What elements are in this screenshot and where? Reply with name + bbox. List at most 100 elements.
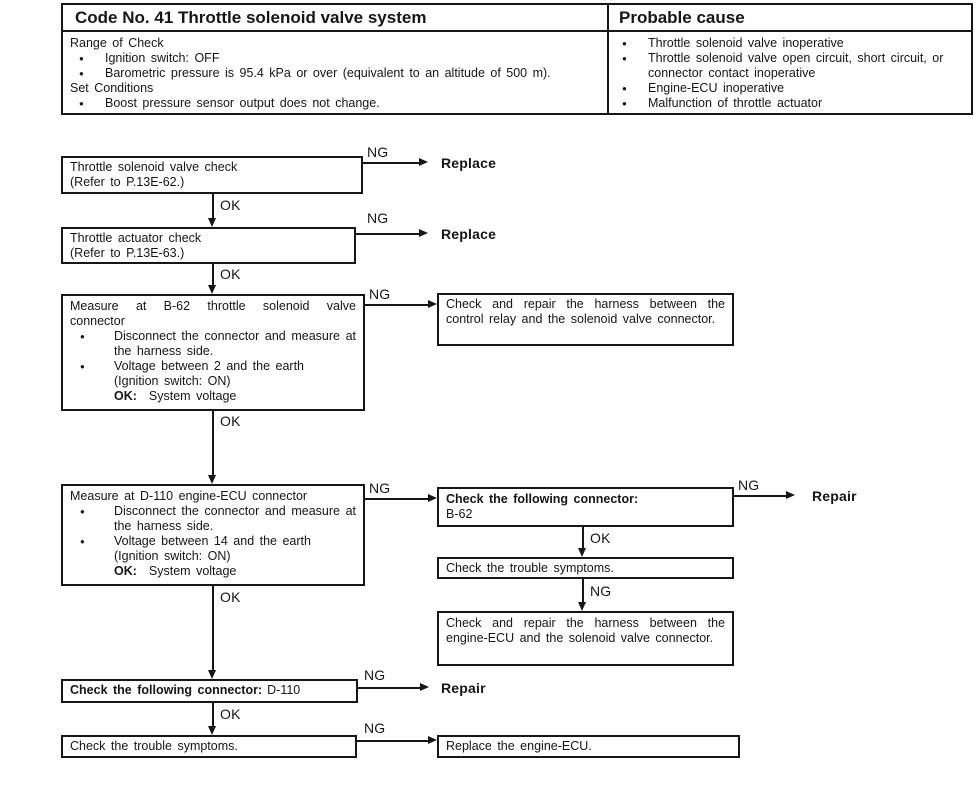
flow-line [582,527,584,549]
ok-spec-label: OK: [114,564,137,578]
ng-label: NG [369,286,391,302]
flow-line [365,498,429,500]
repair-action-label: Repair [441,680,486,696]
step-measure-b62: Measure at B-62 throttle solenoid valve … [61,294,365,411]
ok-label: OK [590,530,611,546]
cause-item: Engine-ECU inoperative [648,81,785,95]
step-bullet: Voltage between 14 and the earth [114,534,311,548]
ok-label: OK [220,589,241,605]
ng-label: NG [590,583,612,599]
step-check-connector-d110: Check the following connector: D-110 [61,679,358,703]
ok-label: OK [220,706,241,722]
list-item: ● Malfunction of throttle actuator [613,96,965,111]
step-text: Check the following connector: [446,492,725,507]
connector-id: B-62 [446,507,473,521]
arrow-down-icon [578,548,586,557]
arrow-right-icon [419,229,428,237]
flow-line [356,233,420,235]
ng-label: NG [367,144,389,160]
bullet-icon: ● [622,99,627,108]
set-condition-item: Boost pressure sensor output does not ch… [105,96,380,110]
ng-label: NG [367,210,389,226]
ng-label: NG [738,477,760,493]
flow-line [212,411,214,476]
ok-spec-label: OK: [114,389,137,403]
bullet-icon: ● [79,99,84,108]
bullet-icon: ● [80,332,85,341]
range-item: Ignition switch: OFF [105,51,220,65]
list-item: ● Disconnect the connector and measure a… [70,504,356,534]
step-throttle-actuator-check: Throttle actuator check (Refer to P.13E-… [61,227,356,264]
arrow-right-icon [419,158,428,166]
repair-action-label: Repair [812,488,857,504]
bullet-icon: ● [80,362,85,371]
step-bullet-group: Voltage between 14 and the earth (Igniti… [114,534,356,579]
ok-label: OK [220,266,241,282]
flow-line [212,264,214,287]
bullet-icon: ● [80,537,85,546]
probable-cause-cell: ● Throttle solenoid valve inoperative ● … [613,36,965,111]
step-text: Check the following connector: D-110 [70,683,349,698]
bullet-icon: ● [622,39,627,48]
connector-id: D-110 [267,683,301,697]
arrow-right-icon [428,494,437,502]
code-title: Code No. 41 Throttle solenoid valve syst… [75,8,427,27]
step-bullet-group: Voltage between 2 and the earth (Ignitio… [114,359,356,404]
table-column-divider [607,5,609,113]
cause-item: Throttle solenoid valve inoperative [648,36,844,50]
step-measure-d110: Measure at D-110 engine-ECU connector ● … [61,484,365,586]
list-item: ● Throttle solenoid valve open circuit, … [613,51,965,81]
arrow-right-icon [428,300,437,308]
range-item: Barometric pressure is 95.4 kPa or over … [105,66,551,80]
list-item: ● Boost pressure sensor output does not … [70,96,600,111]
arrow-down-icon [208,475,216,484]
connector-check-bold: Check the following connector: [70,683,263,697]
flow-line [212,586,214,671]
step-check-connector-b62: Check the following connector: B-62 [437,487,734,527]
set-conditions-label: Set Conditions [70,81,154,95]
step-check-trouble-symptoms-1: Check the trouble symptoms. [437,557,734,579]
step-note: (Ignition switch: ON) [114,374,231,388]
step-throttle-solenoid-check: Throttle solenoid valve check (Refer to … [61,156,363,194]
bullet-icon: ● [79,69,84,78]
step-bullet: Disconnect the connector and measure at … [114,504,356,533]
bullet-icon: ● [79,54,84,63]
ng-label: NG [364,667,386,683]
arrow-right-icon [786,491,795,499]
range-of-check-cell: Range of Check ● Ignition switch: OFF ● … [70,36,600,111]
ok-spec-value: System voltage [148,389,237,403]
replace-action-label: Replace [441,226,497,242]
list-item: ● Barometric pressure is 95.4 kPa or ove… [70,66,600,81]
arrow-down-icon [578,602,586,611]
list-item: ● Engine-ECU inoperative [613,81,965,96]
result-replace-ecu: Replace the engine-ECU. [437,735,740,758]
step-text: Throttle solenoid valve check [70,160,238,174]
arrow-down-icon [208,218,216,227]
replace-action-label: Replace [441,155,497,171]
range-label: Range of Check [70,36,164,50]
step-title: Measure at D-110 engine-ECU connector [70,489,308,503]
cause-item: Malfunction of throttle actuator [648,96,823,110]
list-item: ● Throttle solenoid valve inoperative [613,36,965,51]
step-ref: (Refer to P.13E-63.) [70,246,185,260]
list-item: ● Voltage between 14 and the earth (Igni… [70,534,356,579]
probable-cause-title: Probable cause [619,8,745,27]
ok-spec-value: System voltage [148,564,237,578]
ok-spec-line: OK: System voltage [114,389,356,404]
step-note: (Ignition switch: ON) [114,549,231,563]
flow-line [212,194,214,219]
cause-item: Throttle solenoid valve open circuit, sh… [648,51,944,80]
bullet-icon: ● [80,507,85,516]
connector-check-bold: Check the following connector: [446,492,639,506]
arrow-down-icon [208,670,216,679]
ng-label: NG [369,480,391,496]
result-relay-harness: Check and repair the harness between the… [437,293,734,346]
step-text: Check the trouble symptoms. [70,739,238,753]
step-text: Throttle actuator check [70,231,202,245]
arrow-right-icon [420,683,429,691]
flow-line [734,495,787,497]
flow-line [212,703,214,727]
bullet-icon: ● [622,54,627,63]
result-text: Check and repair the harness between the… [446,297,725,326]
